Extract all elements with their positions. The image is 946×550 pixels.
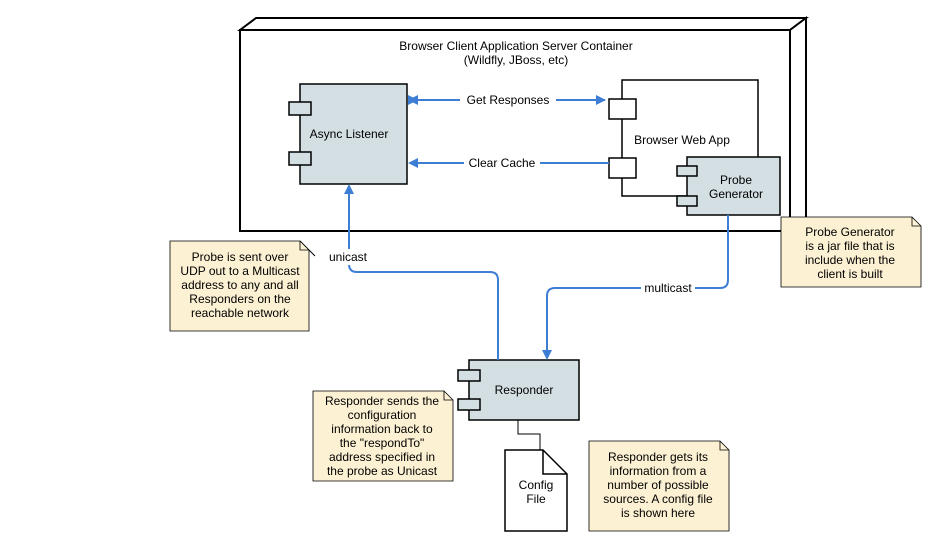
note-responder-gets: Responder gets its information from a nu…: [588, 440, 730, 532]
probe-generator-label-2: Generator: [709, 187, 763, 201]
note-responder-gets-line-5: is shown here: [621, 506, 695, 520]
note-probe-sent-line-4: Responders on the: [189, 292, 291, 306]
container-subtitle: (Wildfly, JBoss, etc): [464, 53, 568, 67]
multicast-connector: multicast: [542, 215, 729, 360]
config-file-label-1: Config: [519, 478, 554, 492]
note-responder-gets-line-2: information from a: [610, 464, 707, 478]
note-responder-gets-line-4: sources. A config file: [603, 492, 713, 506]
config-file-label-2: File: [526, 492, 546, 506]
note-responder-gets-line-3: number of possible: [607, 478, 709, 492]
note-probe-generator: Probe Generator is a jar file that is in…: [780, 216, 922, 288]
async-listener-component: Async Listener: [288, 83, 408, 185]
note-responder-sends-line-3: information back to: [331, 422, 433, 436]
note-probe-generator-line-3: include when the: [805, 253, 895, 267]
probe-generator-label-1: Probe: [720, 173, 752, 187]
unicast-label: unicast: [329, 250, 368, 264]
clear-cache-label: Clear Cache: [469, 156, 536, 170]
probe-generator-component: Probe Generator: [676, 156, 781, 216]
note-responder-sends-line-2: configuration: [348, 408, 417, 422]
config-file-document: Config File: [504, 420, 568, 532]
note-responder-sends-line-5: address specified in: [329, 450, 435, 464]
note-probe-generator-line-2: is a jar file that is: [805, 239, 894, 253]
get-responses-label: Get Responses: [467, 93, 550, 107]
unicast-connector: unicast: [326, 184, 499, 360]
note-probe-generator-line-4: client is built: [817, 267, 883, 281]
clear-cache-connector: Clear Cache: [408, 155, 609, 171]
note-responder-sends-line-6: the probe as Unicast: [327, 464, 438, 478]
note-probe-sent-line-5: reachable network: [191, 306, 290, 320]
note-responder-sends: Responder sends the configuration inform…: [312, 390, 454, 482]
note-responder-gets-line-1: Responder gets its: [608, 450, 708, 464]
get-responses-connector: Get Responses: [408, 92, 606, 108]
note-responder-sends-line-4: the "respondTo": [340, 436, 425, 450]
note-probe-generator-line-1: Probe Generator: [805, 225, 894, 239]
container-title: Browser Client Application Server Contai…: [399, 39, 632, 53]
note-probe-sent-line-3: address to any and all: [181, 278, 298, 292]
responder-label: Responder: [495, 383, 554, 397]
note-probe-sent-line-1: Probe is sent over: [192, 250, 289, 264]
note-probe-sent-line-2: UDP out to a Multicast: [180, 264, 300, 278]
note-responder-sends-line-1: Responder sends the: [325, 394, 439, 408]
responder-component: Responder: [457, 359, 580, 421]
browser-web-app-label: Browser Web App: [634, 133, 730, 147]
async-listener-label: Async Listener: [310, 127, 389, 141]
note-probe-sent: Probe is sent over UDP out to a Multicas…: [169, 240, 316, 332]
multicast-label: multicast: [644, 281, 692, 295]
